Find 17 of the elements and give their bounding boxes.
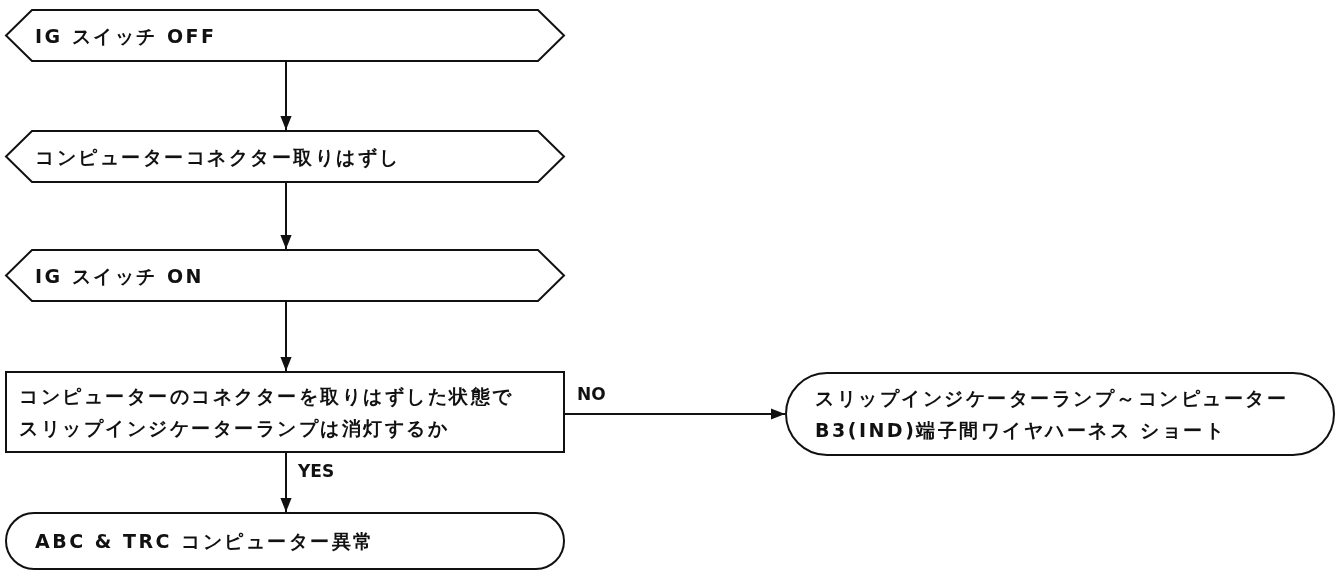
operation-step [5,249,565,302]
decision-box [5,371,565,453]
step-text: IG スイッチ ON [35,263,205,289]
step-text: コンピューターのコネクターを取りはずした状態でスリップインジケーターランプは消灯するか [19,384,515,441]
arrow [280,452,292,513]
result-terminal [785,372,1335,456]
step-text: ABC & TRC コンピューター異常 [35,529,376,554]
arrow [280,182,292,250]
arrow [280,301,292,372]
arrow [564,408,786,420]
step-text: コンピューターコネクター取りはずし [35,144,402,170]
operation-step [5,130,565,183]
step-text: IG スイッチ OFF [35,23,218,49]
result-terminal [5,512,565,570]
operation-step [5,9,565,62]
step-text: スリップインジケーターランプ～コンピューターB3(IND)端子間ワイヤハーネス ショート [815,386,1289,443]
arrow [280,61,292,131]
